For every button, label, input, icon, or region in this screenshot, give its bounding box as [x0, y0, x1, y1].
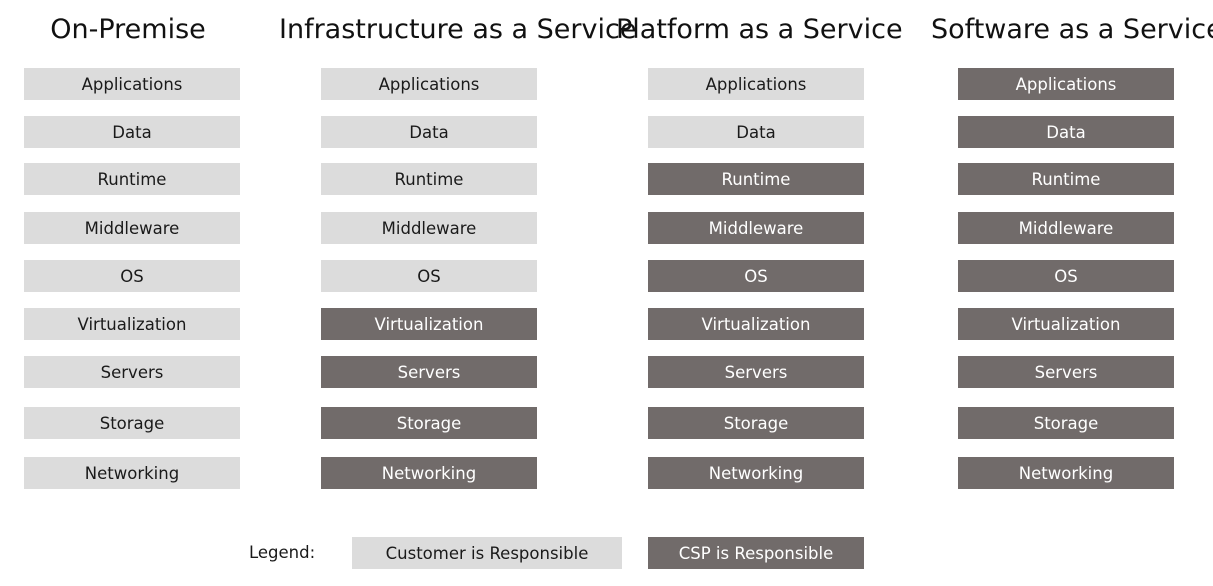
layer-servers: Servers: [648, 356, 864, 388]
layer-middleware: Middleware: [958, 212, 1174, 244]
layer-applications: Applications: [321, 68, 537, 100]
layer-networking: Networking: [958, 457, 1174, 489]
layer-os: OS: [321, 260, 537, 292]
layer-applications: Applications: [958, 68, 1174, 100]
layer-networking: Networking: [321, 457, 537, 489]
legend-customer-responsible: Customer is Responsible: [352, 537, 622, 569]
layer-servers: Servers: [24, 356, 240, 388]
layer-data: Data: [24, 116, 240, 148]
layer-middleware: Middleware: [321, 212, 537, 244]
layer-middleware: Middleware: [648, 212, 864, 244]
layer-storage: Storage: [648, 407, 864, 439]
layer-virtualization: Virtualization: [321, 308, 537, 340]
layer-networking: Networking: [648, 457, 864, 489]
layer-os: OS: [958, 260, 1174, 292]
column-title-iaas: Infrastructure as a Service: [279, 14, 637, 45]
layer-os: OS: [648, 260, 864, 292]
layer-storage: Storage: [321, 407, 537, 439]
layer-runtime: Runtime: [958, 163, 1174, 195]
column-title-paas: Platform as a Service: [616, 14, 903, 45]
layer-applications: Applications: [648, 68, 864, 100]
layer-runtime: Runtime: [24, 163, 240, 195]
legend-label: Legend:: [249, 543, 316, 562]
layer-servers: Servers: [321, 356, 537, 388]
layer-virtualization: Virtualization: [24, 308, 240, 340]
layer-virtualization: Virtualization: [648, 308, 864, 340]
layer-servers: Servers: [958, 356, 1174, 388]
column-title-saas: Software as a Service: [931, 14, 1213, 45]
layer-data: Data: [958, 116, 1174, 148]
layer-virtualization: Virtualization: [958, 308, 1174, 340]
layer-os: OS: [24, 260, 240, 292]
layer-runtime: Runtime: [321, 163, 537, 195]
legend-csp-responsible: CSP is Responsible: [648, 537, 864, 569]
column-title-on-premise: On-Premise: [50, 14, 206, 45]
layer-middleware: Middleware: [24, 212, 240, 244]
layer-data: Data: [321, 116, 537, 148]
layer-storage: Storage: [24, 407, 240, 439]
layer-applications: Applications: [24, 68, 240, 100]
layer-data: Data: [648, 116, 864, 148]
layer-networking: Networking: [24, 457, 240, 489]
layer-storage: Storage: [958, 407, 1174, 439]
layer-runtime: Runtime: [648, 163, 864, 195]
